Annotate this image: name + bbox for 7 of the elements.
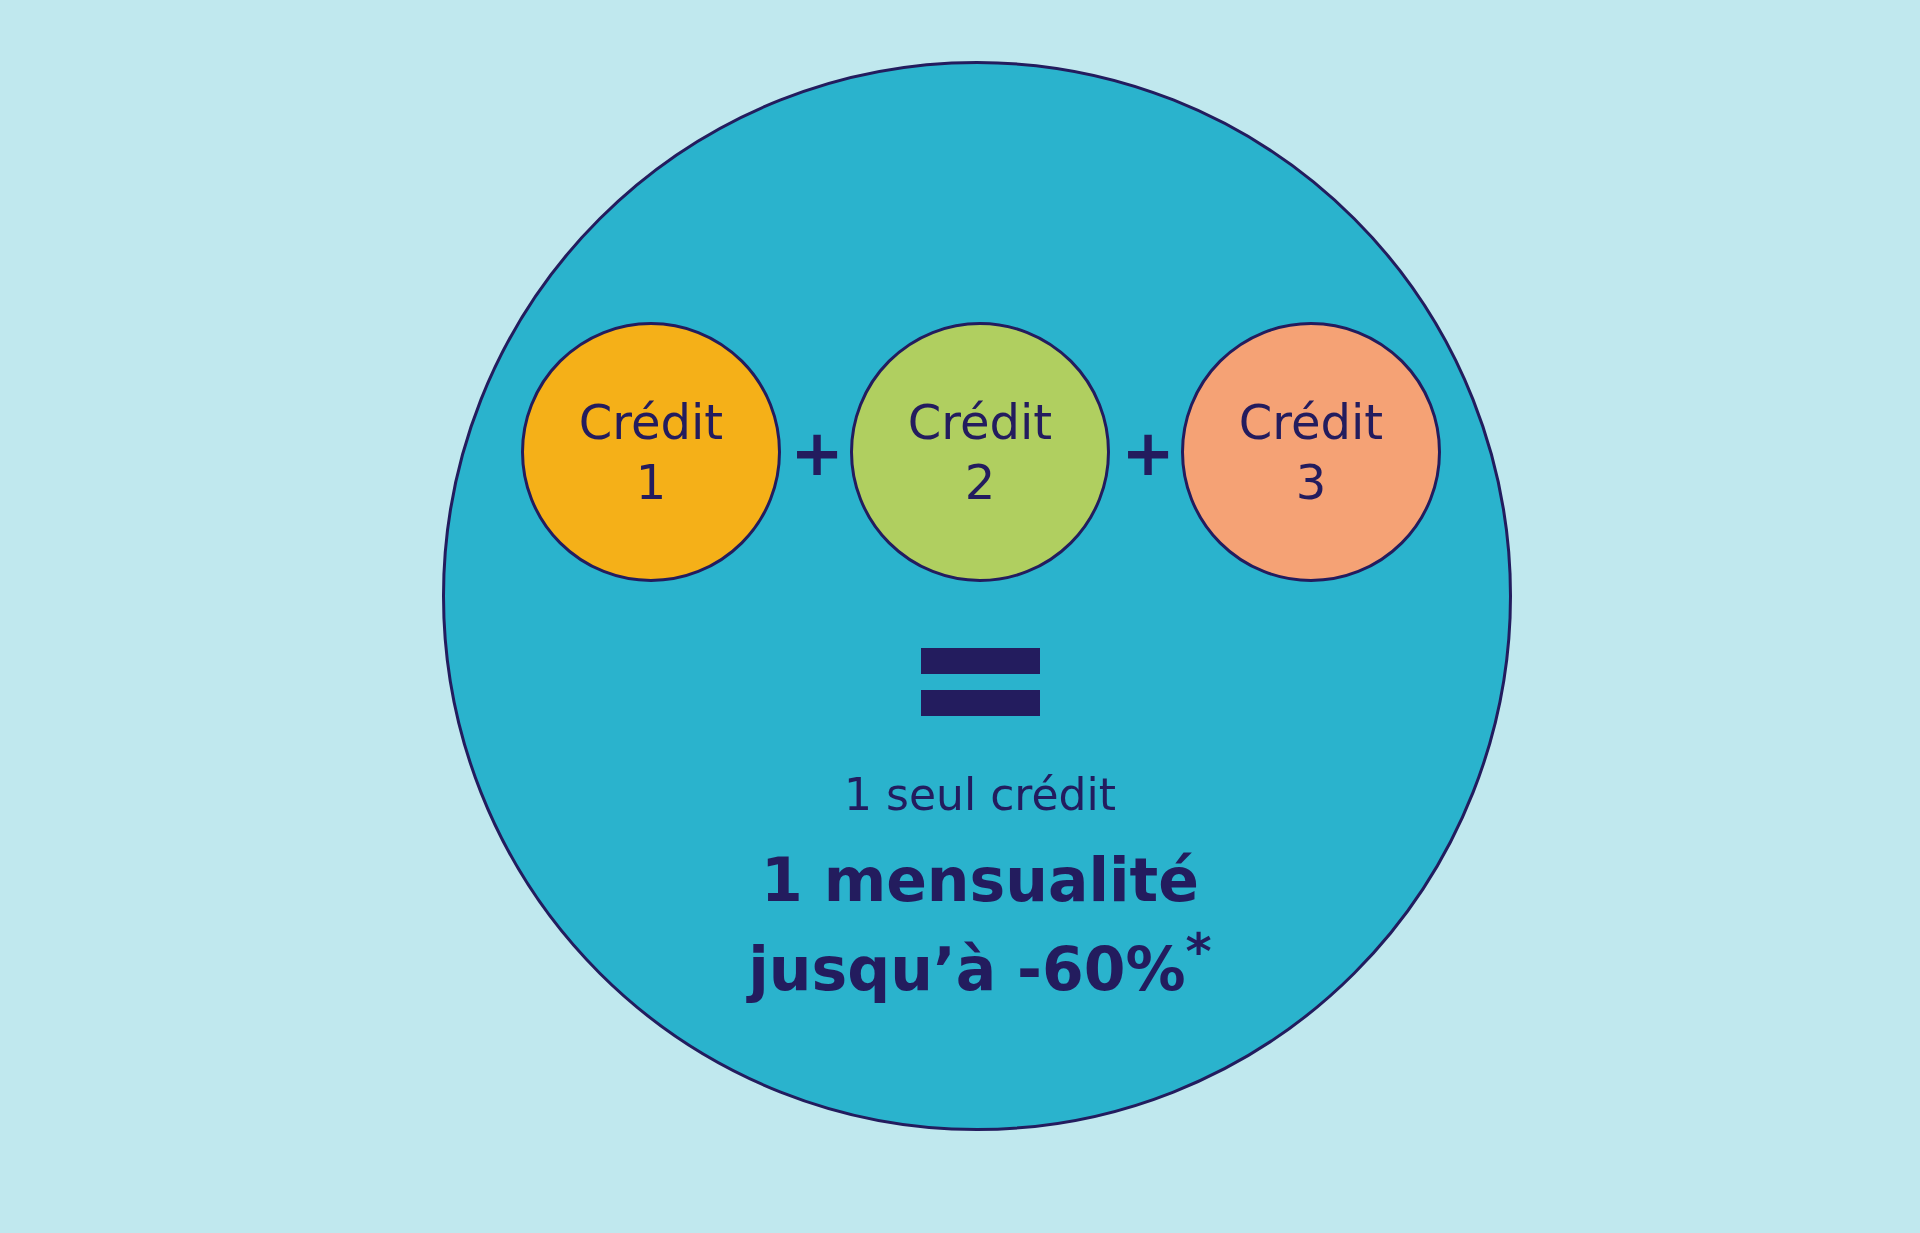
credit-label: Crédit 3: [1237, 393, 1385, 512]
plus-sign: +: [1120, 416, 1176, 490]
subtitle-text: 1 seul crédit: [843, 769, 1117, 820]
headline-text: 1 mensualité jusqu’à -60%$^{*}$: [745, 844, 1213, 1005]
plus-sign: +: [789, 416, 845, 490]
credit-label: Crédit 2: [906, 393, 1054, 512]
credit-label: Crédit 1: [577, 393, 725, 512]
